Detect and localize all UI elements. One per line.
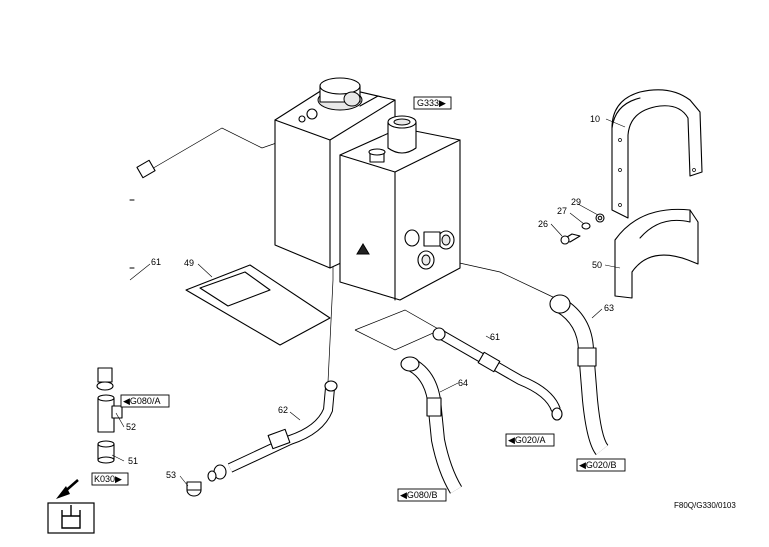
callout-61-middle: 61 xyxy=(490,332,500,342)
callout-50: 50 xyxy=(592,260,602,270)
part-51-adapter xyxy=(97,440,115,464)
callout-27: 27 xyxy=(557,206,567,216)
callout-51: 51 xyxy=(128,456,138,466)
ref-g020a[interactable]: ◀G020/A xyxy=(505,433,555,447)
callout-49: 49 xyxy=(184,258,194,268)
svg-text:◀G020/A: ◀G020/A xyxy=(508,435,545,445)
part-26-bolt xyxy=(560,233,581,245)
ref-g333[interactable]: G333▶ xyxy=(413,96,452,110)
part-64-hose xyxy=(400,356,463,494)
drawing-code: F80Q/G330/0103 xyxy=(674,501,736,510)
svg-text:◀G080/B: ◀G080/B xyxy=(400,490,437,500)
ref-g080b[interactable]: ◀G080/B xyxy=(397,488,447,502)
callout-63: 63 xyxy=(604,303,614,313)
callout-64: 64 xyxy=(458,378,468,388)
svg-text:G333▶: G333▶ xyxy=(417,98,446,108)
svg-text:◀G080/A: ◀G080/A xyxy=(123,396,160,406)
part-62-hose xyxy=(207,380,338,482)
part-63-hose xyxy=(549,294,609,455)
callout-52: 52 xyxy=(126,422,136,432)
callout-26: 26 xyxy=(538,219,548,229)
ref-g020b[interactable]: ◀G020/B xyxy=(576,458,626,472)
callout-62: 62 xyxy=(278,405,288,415)
part-49-decal xyxy=(185,264,331,346)
ref-g080a[interactable]: ◀G080/A xyxy=(120,394,170,408)
svg-text:K030▶: K030▶ xyxy=(94,474,122,484)
part-10-strap xyxy=(611,89,703,219)
right-tank xyxy=(339,115,461,301)
ref-k030[interactable]: K030▶ xyxy=(91,472,129,486)
tank-symbol-icon xyxy=(47,502,95,534)
part-61-left-hose xyxy=(96,159,156,391)
callout-numbers: 10 26 27 29 49 50 52 51 53 61 61 62 63 6… xyxy=(126,114,614,480)
callout-53: 53 xyxy=(166,470,176,480)
part-29-nut xyxy=(595,213,605,223)
callout-61-left: 61 xyxy=(151,257,161,267)
part-27-washer xyxy=(581,222,591,230)
part-53-plug xyxy=(186,481,202,497)
part-50-cover xyxy=(614,208,699,299)
callout-29: 29 xyxy=(571,197,581,207)
part-52-tee xyxy=(97,394,123,433)
callout-leaders xyxy=(111,118,626,487)
down-left-arrow-icon xyxy=(56,479,79,499)
svg-text:◀G020/B: ◀G020/B xyxy=(579,460,616,470)
part-61-middle-hose xyxy=(432,327,563,421)
callout-10: 10 xyxy=(590,114,600,124)
